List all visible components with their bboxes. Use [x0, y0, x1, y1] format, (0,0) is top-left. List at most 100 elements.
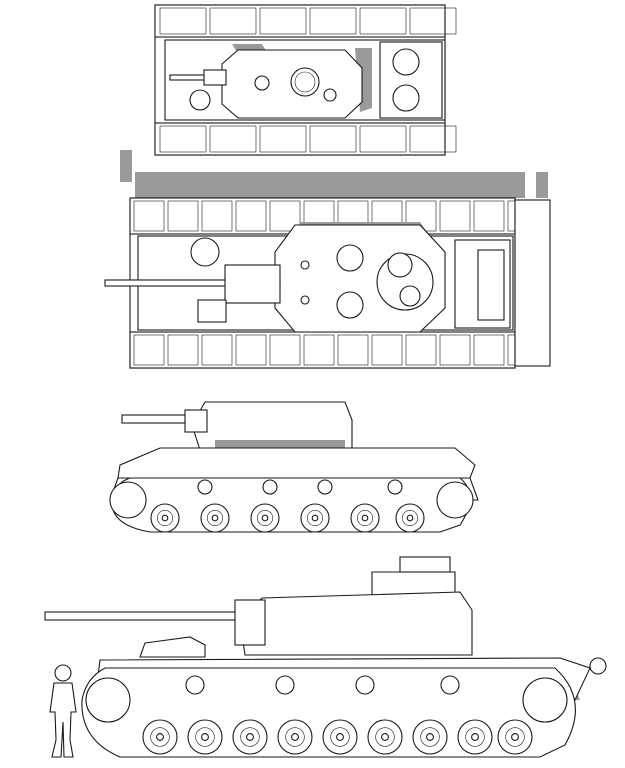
rear-shadow: [536, 172, 548, 198]
track-link: [201, 334, 233, 366]
road-wheel-axle: [156, 733, 164, 741]
track-top: [154, 4, 446, 38]
hull-upper: [117, 447, 476, 479]
vision-block-2: [300, 295, 310, 305]
engine-grille: [477, 249, 505, 321]
top-view-small-tank: [154, 4, 457, 156]
road-wheel-hub: [207, 509, 224, 526]
gun-mantlet: [224, 264, 281, 304]
track-link: [159, 7, 207, 35]
track-bottom: [129, 331, 516, 369]
main-gun: [44, 611, 251, 621]
track-link: [133, 200, 165, 232]
return-roller: [275, 675, 295, 695]
road-wheel-hub: [401, 509, 418, 526]
return-roller: [387, 479, 403, 495]
road-wheel-axle: [426, 733, 434, 741]
track-link: [409, 125, 457, 153]
track-link: [269, 200, 301, 232]
driver-hatch: [189, 89, 211, 111]
track-link: [359, 7, 407, 35]
road-wheel-hub: [375, 727, 395, 747]
road-wheels: [142, 719, 533, 755]
return-roller: [317, 479, 333, 495]
vent: [323, 88, 337, 102]
road-wheel-hub: [465, 727, 485, 747]
track-link: [259, 125, 307, 153]
cupola-hatch: [387, 252, 413, 278]
side-view-small-tank: [109, 401, 479, 533]
road-wheel-hub: [157, 509, 174, 526]
tow-hook: [589, 657, 607, 675]
engine-fan-2: [392, 84, 420, 112]
road-wheel-hub: [150, 727, 170, 747]
side-view-large-tank: [44, 556, 607, 758]
human-scale-figure: [49, 664, 77, 758]
engine-fan-1: [392, 48, 420, 76]
track-link: [439, 334, 471, 366]
road-wheel-axle: [161, 514, 169, 522]
track-link: [159, 125, 207, 153]
front-turret: [139, 636, 206, 658]
return-roller: [185, 675, 205, 695]
cupola-periscope: [399, 285, 421, 307]
road-wheel-axle: [361, 514, 369, 522]
track-link: [439, 200, 471, 232]
road-wheel-axle: [211, 514, 219, 522]
track-link: [371, 334, 403, 366]
idler-wheel: [522, 677, 568, 723]
drive-sprocket: [85, 677, 131, 723]
track-link: [133, 334, 165, 366]
road-wheel-hub: [356, 509, 373, 526]
hatch-ring: [294, 71, 316, 93]
road-wheel-axle: [261, 514, 269, 522]
track-link: [259, 7, 307, 35]
return-roller: [197, 479, 213, 495]
return-rollers: [197, 479, 403, 495]
front-box: [197, 299, 227, 323]
track-link: [209, 125, 257, 153]
track-link: [209, 7, 257, 35]
road-wheel-axle: [511, 733, 519, 741]
road-wheel-hub: [285, 727, 305, 747]
road-wheel-axle: [381, 733, 389, 741]
road-wheel-axle: [246, 733, 254, 741]
return-rollers: [185, 675, 460, 695]
road-wheel-hub: [420, 727, 440, 747]
road-wheel-hub: [505, 727, 525, 747]
track-link: [409, 7, 457, 35]
track-link: [405, 334, 437, 366]
track-link: [235, 334, 267, 366]
return-roller: [355, 675, 375, 695]
road-wheel-axle: [406, 514, 414, 522]
road-wheel-hub: [330, 727, 350, 747]
rear-plate: [514, 199, 551, 367]
figure-head: [54, 664, 72, 682]
track-link: [269, 334, 301, 366]
figure-shadow-head: [121, 152, 131, 162]
gun-mantlet: [234, 599, 266, 646]
cupola: [371, 571, 456, 596]
track-links-top: [159, 7, 457, 35]
road-wheel-axle: [311, 514, 319, 522]
track-link: [303, 334, 335, 366]
figure-body: [49, 682, 77, 758]
track-links-bottom: [159, 125, 457, 153]
hull-shadow-top: [135, 172, 525, 198]
track-link: [359, 125, 407, 153]
track-link: [473, 334, 505, 366]
gun-mantlet: [203, 69, 227, 86]
road-wheel-axle: [471, 733, 479, 741]
casemate-outline: [239, 591, 473, 656]
cupola-top: [399, 556, 451, 573]
track-link: [309, 125, 357, 153]
road-wheel-hub: [306, 509, 323, 526]
road-wheel-hub: [256, 509, 273, 526]
drive-sprocket: [109, 481, 147, 519]
road-wheel-hub: [240, 727, 260, 747]
hatch-2: [336, 291, 364, 319]
track-link: [337, 334, 369, 366]
hatch-1: [336, 244, 364, 272]
